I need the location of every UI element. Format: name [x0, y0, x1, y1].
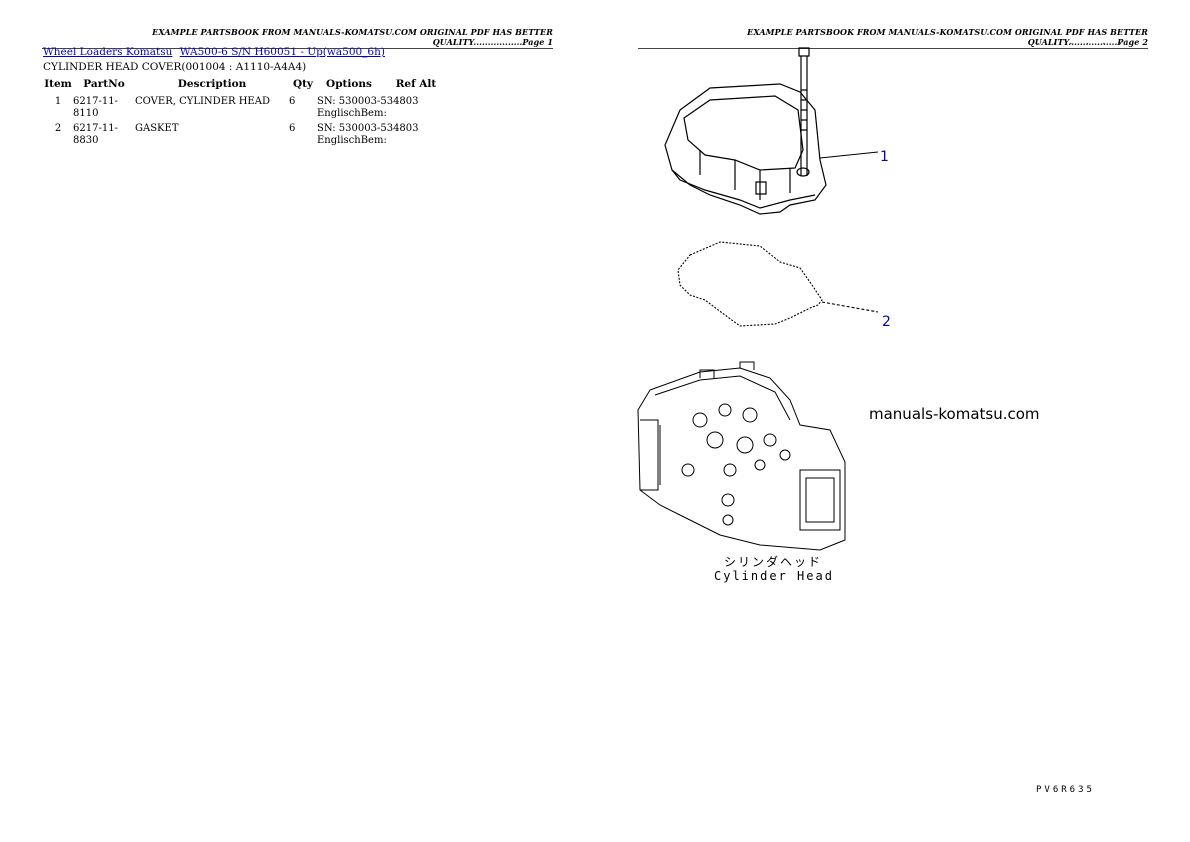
breadcrumb-link-model[interactable]: WA500-6 S/N H60051 - Up(wa500_6h): [179, 46, 385, 58]
col-options: Options: [326, 78, 372, 90]
cell-options: SN: 530003-534803 EnglischBem:: [317, 96, 451, 123]
drawing-code-bottom: PV6R635: [1036, 785, 1095, 795]
cell-partno: 6217-11-8830: [73, 123, 118, 146]
col-description: Description: [177, 78, 247, 90]
callout-1: 1: [880, 149, 889, 165]
diagram-label-japanese: シリンダヘッド: [724, 555, 823, 569]
options-sn: SN: 530003-534803: [317, 123, 419, 134]
page-title: CYLINDER HEAD COVER(001004 : A1110-A4A4): [43, 61, 307, 73]
cell-options: SN: 530003-534803 EnglischBem:: [317, 123, 451, 150]
options-sn: SN: 530003-534803: [317, 96, 419, 107]
col-item: Item: [44, 78, 72, 90]
gasket-drawing: [677, 241, 879, 327]
cell-partno: 6217-11-8110: [73, 96, 118, 119]
options-note: EnglischBem:: [317, 135, 387, 146]
page1-header: EXAMPLE PARTSBOOK FROM MANUALS-KOMATSU.C…: [42, 27, 553, 49]
cell-item: 1: [54, 96, 62, 107]
col-refalt: Ref Alt: [395, 78, 437, 90]
callout-2: 2: [882, 314, 891, 330]
diagram-label-english: Cylinder Head: [714, 569, 834, 583]
table-row: 1 6217-11-8110 COVER, CYLINDER HEAD 6 SN…: [43, 96, 451, 123]
breadcrumb-link-wheel-loaders[interactable]: Wheel Loaders Komatsu: [43, 46, 173, 58]
cylinder-head-cover-drawing: [664, 47, 879, 215]
parts-diagram: [637, 47, 879, 551]
options-note: EnglischBem:: [317, 108, 387, 119]
cell-item: 2: [54, 123, 62, 134]
col-partno: PartNo: [83, 78, 125, 90]
drawing-code-top: · · · · · ·: [1036, 40, 1127, 48]
page2-header: EXAMPLE PARTSBOOK FROM MANUALS-KOMATSU.C…: [638, 27, 1148, 49]
watermark-text: manuals-komatsu.com: [869, 405, 1040, 423]
table-header-row: Item PartNo Description Qty Options Ref …: [43, 77, 451, 96]
cell-description: COVER, CYLINDER HEAD: [135, 96, 270, 107]
cell-qty: 6: [289, 123, 296, 134]
cell-description: GASKET: [135, 123, 179, 134]
parts-table: Item PartNo Description Qty Options Ref …: [43, 77, 451, 150]
table-row: 2 6217-11-8830 GASKET 6 SN: 530003-53480…: [43, 123, 451, 150]
col-qty: Qty: [292, 78, 314, 90]
cylinder-head-drawing: [637, 361, 846, 551]
breadcrumb: Wheel Loaders Komatsu WA500-6 S/N H60051…: [43, 46, 389, 58]
cell-qty: 6: [289, 96, 296, 107]
